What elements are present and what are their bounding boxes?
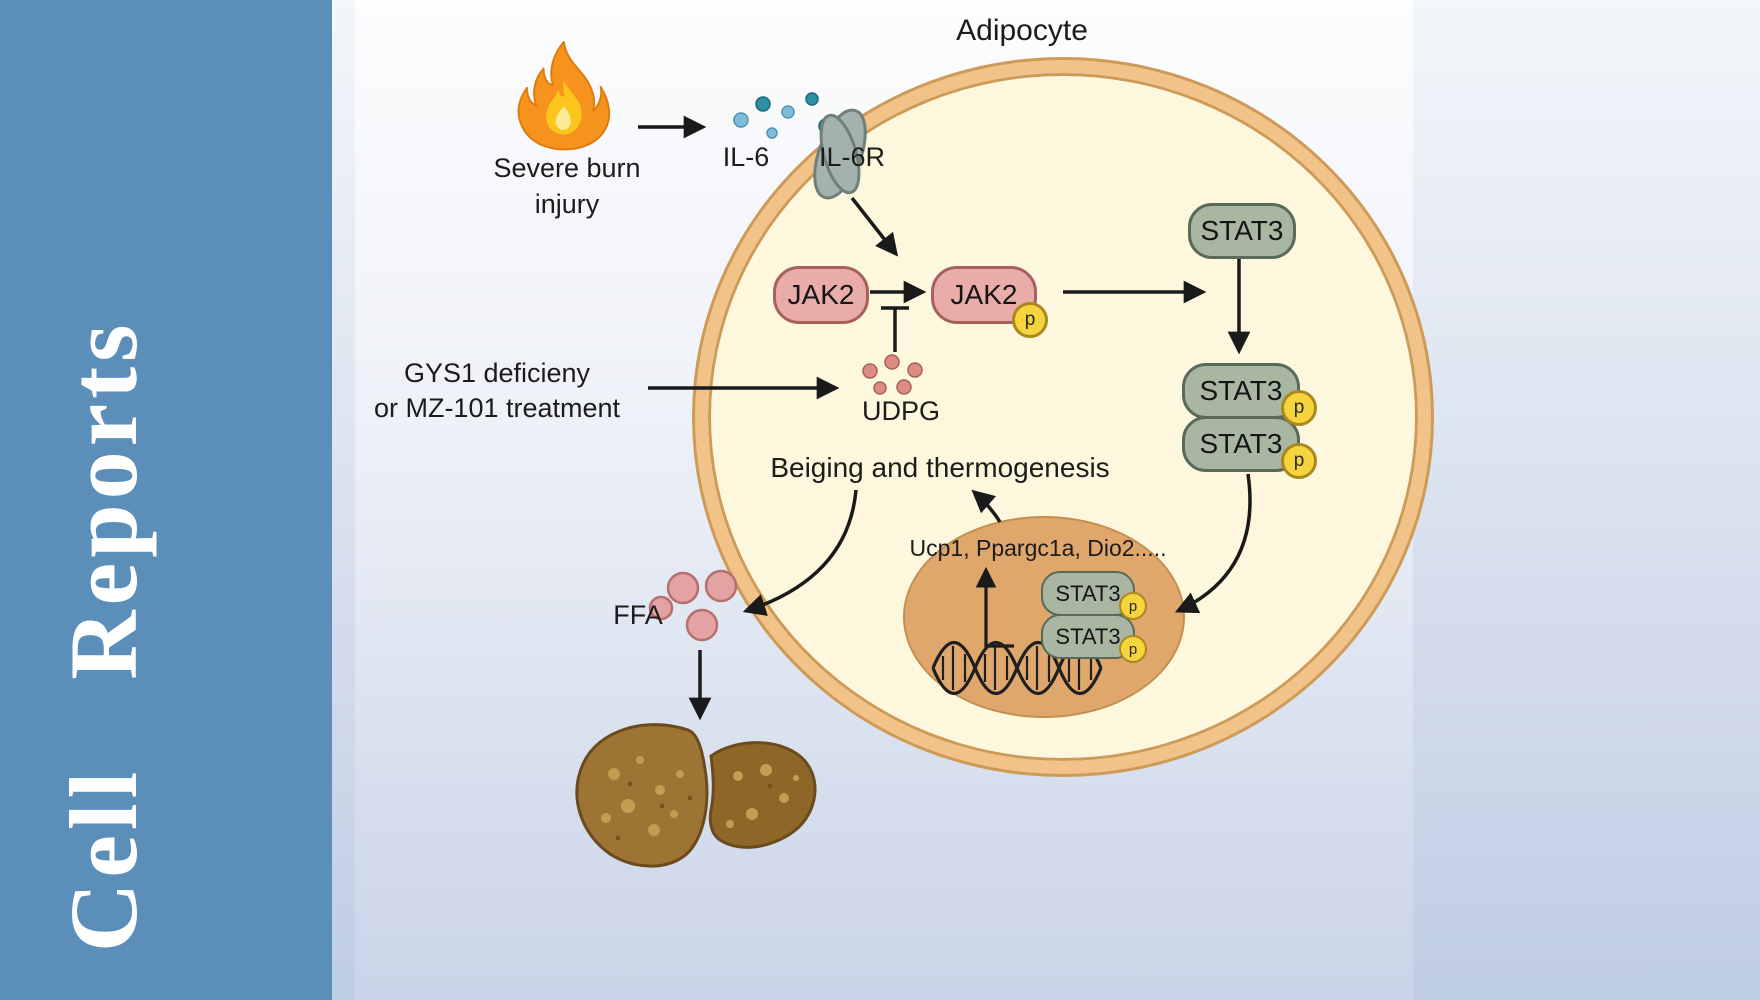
phospho-badge-dimer-1: p — [1281, 390, 1317, 426]
udpg-label: UDPG — [861, 396, 940, 426]
beiging-label: Beiging and thermogenesis — [770, 452, 1110, 483]
phospho-badge-nucleus-1: p — [1119, 592, 1147, 620]
jak2-box: JAK2 — [773, 266, 869, 324]
phospho-badge-dimer-2: p — [1281, 443, 1317, 479]
severe-burn-label: Severe burn injury — [452, 150, 682, 222]
severe-burn-line1: Severe burn — [493, 153, 641, 183]
il6r-label: IL-6R — [818, 142, 886, 172]
gys1-label: GYS1 deficieny or MZ-101 treatment — [352, 356, 642, 426]
phospho-badge-jak2: p — [1012, 302, 1048, 338]
gys1-line1: GYS1 deficieny — [403, 358, 591, 388]
gys1-line2: or MZ-101 treatment — [373, 393, 621, 423]
journal-title: Cell Reports — [50, 319, 157, 952]
jak2-phospho-box: JAK2 — [931, 266, 1037, 324]
adipocyte-title: Adipocyte — [956, 14, 1088, 47]
journal-sidebar: Cell Reports — [0, 0, 332, 1000]
ffa-label: FFA — [613, 600, 663, 630]
phospho-badge-nucleus-2: p — [1119, 635, 1147, 663]
stat3-dimer-box-2: STAT3 — [1182, 416, 1300, 472]
target-genes-label: Ucp1, Ppargc1a, Dio2..... — [909, 535, 1167, 561]
severe-burn-line2: injury — [534, 189, 600, 219]
il6-label: IL-6 — [722, 142, 770, 172]
stat3-box: STAT3 — [1188, 203, 1296, 259]
